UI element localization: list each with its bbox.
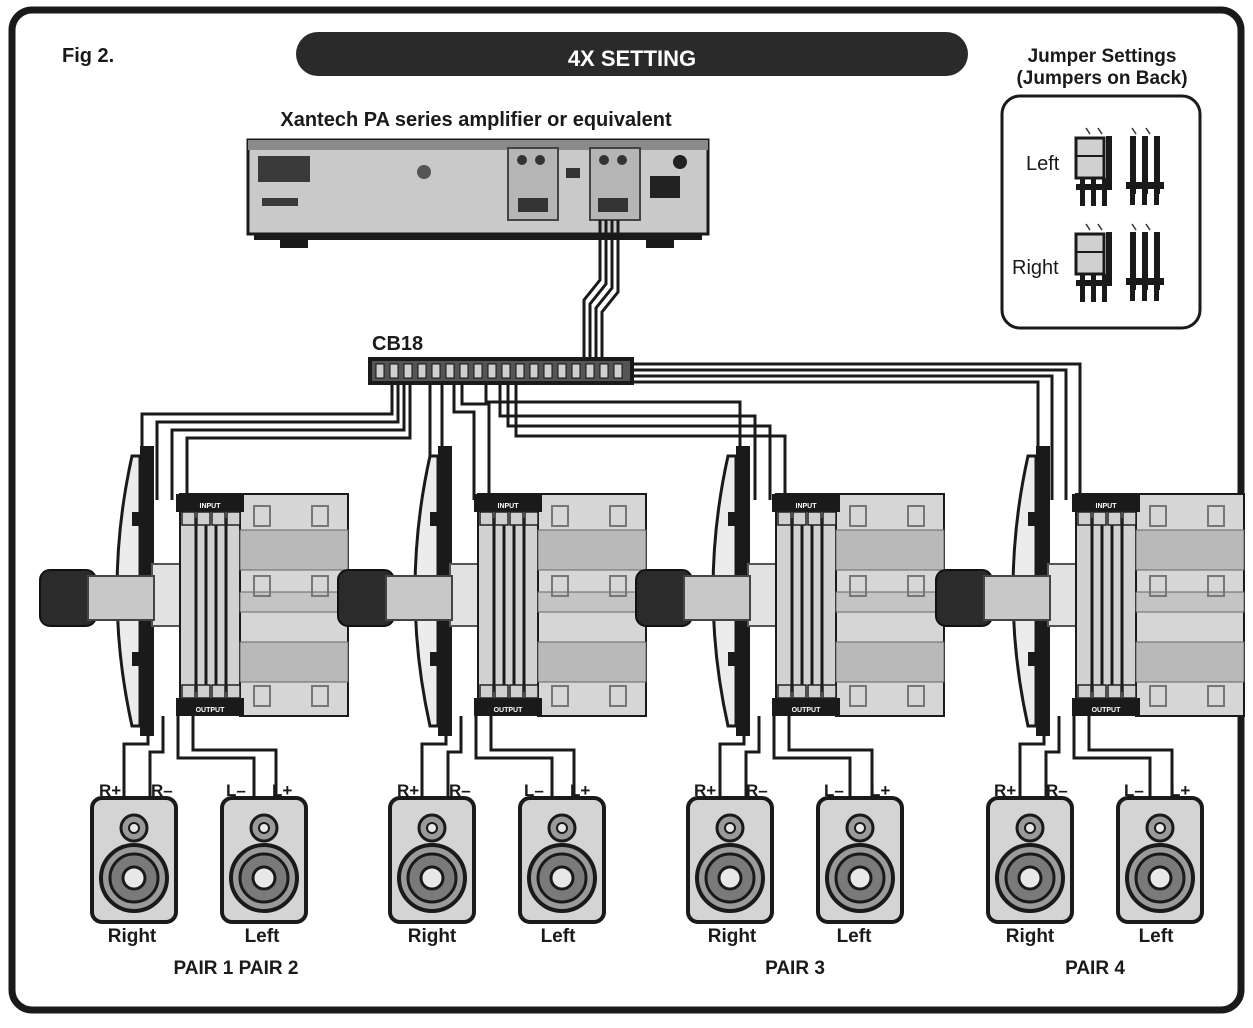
speaker-pair2-right [388,796,476,924]
jumper-left-label: Left [1026,153,1060,175]
cb18-terminal [543,363,553,379]
jumper-right-label: Right [1012,257,1059,279]
pair4-label: PAIR 4 [1065,958,1125,979]
cb18-label: CB18 [372,333,423,355]
pair2-l-plus: L+ [570,781,590,800]
pair3-label: PAIR 3 [765,958,825,979]
speaker-pair4-left [1116,796,1204,924]
pair1-left-label: Left [245,926,281,947]
pair4-left-label: Left [1139,926,1175,947]
speaker-pair3-right [686,796,774,924]
amplifier-label: Xantech PA series amplifier or equivalen… [280,109,672,131]
pair4-r-plus: R+ [994,781,1016,800]
vc1-input-tag: INPUT [200,503,222,510]
cb18-terminal [613,363,623,379]
pair1-r-minus: R– [151,781,173,800]
pair1-l-plus: L+ [272,781,292,800]
pair1-r-plus: R+ [99,781,121,800]
vc-to-speaker-wires [122,716,1174,800]
setting-title-bar [296,32,968,76]
vc3-input-tag: INPUT [796,503,818,510]
amplifier-unit [246,138,710,248]
pair2-left-label: Left [541,926,577,947]
cb18-terminal [473,363,483,379]
setting-title: 4X SETTING [568,46,696,71]
cb18-terminal [585,363,595,379]
cb18-terminal [487,363,497,379]
cb18-terminal [459,363,469,379]
jumper-settings-panel [1000,94,1202,330]
amp-to-cb18-wires [582,220,620,358]
cb18-terminal [599,363,609,379]
figure-label: Fig 2. [62,45,114,67]
jumper-panel-title-2: (Jumpers on Back) [1016,68,1187,89]
pair4-l-minus: L– [1124,781,1144,800]
cb18-terminal [431,363,441,379]
cb18-terminal [571,363,581,379]
pair3-l-minus: L– [824,781,844,800]
cb18-terminal [501,363,511,379]
speaker-pair4-right [986,796,1074,924]
pair1-right-label: Right [108,926,157,947]
vc4-output-tag: OUTPUT [1092,707,1122,714]
cb18-terminal [389,363,399,379]
pair4-r-minus: R– [1046,781,1068,800]
pair1-l-minus: L– [226,781,246,800]
pair4-l-plus: L+ [1170,781,1190,800]
cb18-terminals [375,363,623,379]
cb18-terminal [557,363,567,379]
pair3-l-plus: L+ [870,781,890,800]
jumper-panel-title-1: Jumper Settings [1028,46,1177,67]
vc2-input-tag: INPUT [498,503,520,510]
pair3-r-minus: R– [746,781,768,800]
speaker-pair1-left [220,796,308,924]
pair4-right-label: Right [1006,926,1055,947]
speaker-pair3-left [816,796,904,924]
speaker-pair2-left [518,796,606,924]
pair2-r-plus: R+ [397,781,419,800]
cb18-terminal [403,363,413,379]
pair3-right-label: Right [708,926,757,947]
pair3-left-label: Left [837,926,873,947]
cb18-terminal [445,363,455,379]
cb18-terminal [375,363,385,379]
pair2-l-minus: L– [524,781,544,800]
pair1-pair2-label: PAIR 1 PAIR 2 [174,958,299,979]
speaker-pair1-right [90,796,178,924]
vc1-output-tag: OUTPUT [196,707,226,714]
pair2-r-minus: R– [449,781,471,800]
pair2-right-label: Right [408,926,457,947]
vc3-output-tag: OUTPUT [792,707,822,714]
cb18-terminal [529,363,539,379]
cb18-terminal [417,363,427,379]
vc2-output-tag: OUTPUT [494,707,524,714]
vc4-input-tag: INPUT [1096,503,1118,510]
pair3-r-plus: R+ [694,781,716,800]
cb18-terminal [515,363,525,379]
